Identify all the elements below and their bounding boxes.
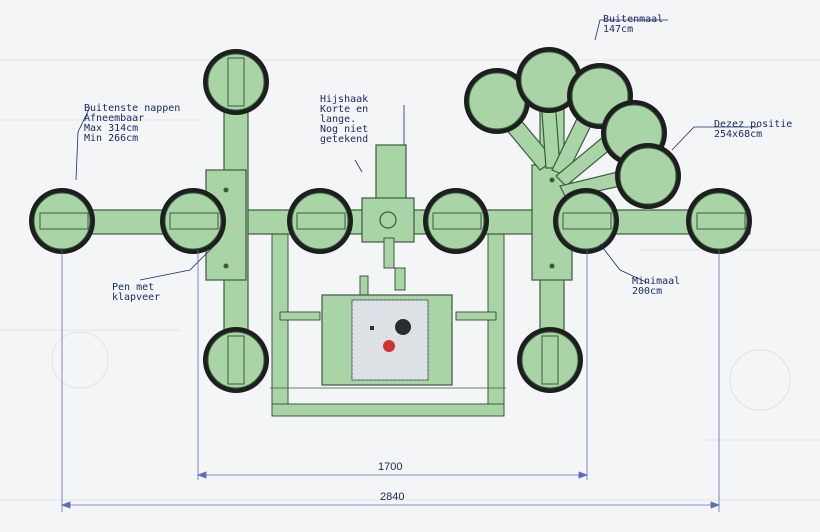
control-unit	[321, 294, 453, 386]
suction-cup-right-inner	[553, 188, 619, 254]
suction-cup-center-left	[287, 188, 353, 254]
annotation-line: 147cm	[603, 24, 633, 35]
annotation-line: Dezez positie	[714, 119, 792, 130]
background-ghost-lines	[0, 59, 820, 501]
suction-cup-top-left	[203, 49, 269, 115]
annotation-line: Min 266cm	[84, 133, 138, 144]
annotation-line: Minimaal	[632, 276, 680, 287]
suction-cup-left-inner	[160, 188, 226, 254]
annotation-hijshaak: Hijshaak Korte en lange. Nog niet geteke…	[320, 94, 368, 145]
red-button	[383, 340, 395, 352]
annotation-line: klapveer	[112, 292, 160, 303]
annotation-line: Pen met	[112, 282, 154, 293]
dimension-inner-label: 1700	[378, 461, 402, 473]
dimension-outer-label: 2840	[380, 491, 404, 503]
annotation-line: Afneembaar	[84, 113, 144, 124]
hook-assembly	[359, 144, 415, 297]
suction-cup-fan-5	[615, 143, 681, 209]
suction-cups	[29, 47, 752, 393]
suction-cup-bottom-left	[203, 327, 269, 393]
annotation-pen-met-klapveer: Pen met klapveer	[112, 282, 160, 303]
annotation-line: Buitenmaal	[603, 14, 663, 25]
annotation-dezez-positie: Dezez positie 254x68cm	[714, 119, 792, 140]
annotation-line: Korte en	[320, 104, 368, 115]
suction-cup-center-right	[423, 188, 489, 254]
annotation-line: 200cm	[632, 286, 662, 297]
annotation-line: Nog niet	[320, 124, 368, 135]
annotation-line: lange.	[320, 114, 356, 125]
annotation-line: 254x68cm	[714, 129, 762, 140]
annotation-line: Buitenste nappen	[84, 103, 180, 114]
suction-cup-fan-1	[464, 68, 530, 134]
control-knob	[395, 319, 411, 335]
leader-lines	[75, 19, 758, 284]
annotation-buitenmaal: Buitenmaal 147cm	[603, 14, 663, 35]
annotation-minimaal: Minimaal 200cm	[632, 276, 680, 297]
suction-cup-far-right	[686, 188, 752, 254]
annotation-line: Max 314cm	[84, 123, 138, 134]
annotation-line: getekend	[320, 134, 368, 145]
annotation-line: Hijshaak	[320, 94, 368, 105]
dimension-lines	[60, 250, 721, 512]
annotation-buitenste-nappen: Buitenste nappen Afneembaar Max 314cm Mi…	[84, 103, 180, 144]
suction-cup-far-left	[29, 188, 95, 254]
suction-cup-bottom-right	[517, 327, 583, 393]
